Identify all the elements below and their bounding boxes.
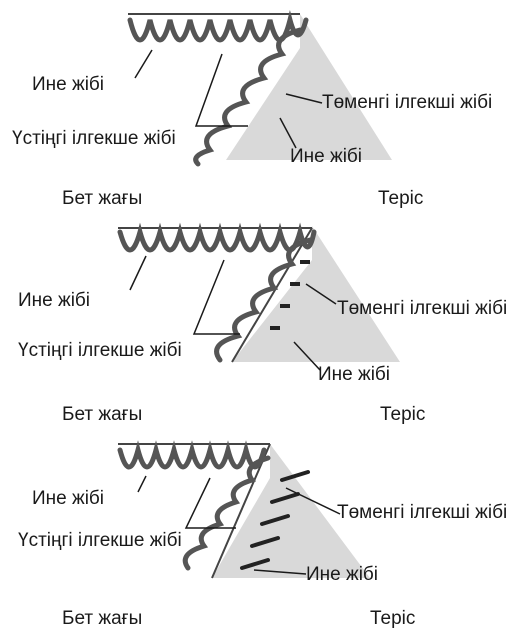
back-side-label: Теріс: [378, 188, 424, 209]
face-side-label: Бет жағы: [62, 404, 143, 425]
leader-lines: [137, 475, 341, 575]
fabric-seam-edge: [211, 443, 271, 579]
stitch-diagram-3: Ине жібі Үстіңгі ілгекше жібі Төменгі іл…: [0, 428, 513, 631]
fabric-back: [226, 14, 392, 160]
needle-thread-label-right: Ине жібі: [306, 564, 379, 585]
edge-stitches: [117, 222, 317, 363]
stitch-diagram-2: Ине жібі Үстіңгі ілгекше жібі Төменгі іл…: [0, 212, 513, 425]
stitch-illustration-2: [117, 222, 400, 371]
needle-thread-label-right: Ине жібі: [290, 146, 363, 167]
edge-stitches: [117, 440, 271, 571]
lower-looper-strokes: [240, 470, 310, 570]
upper-looper-thread-label: Үстіңгі ілгекше жібі: [18, 340, 182, 361]
upper-looper-thread-label: Үстіңгі ілгекше жібі: [18, 530, 182, 551]
stitch-illustration-1: [127, 10, 392, 167]
stitch-illustration-3: [117, 440, 370, 579]
lower-looper-thread-label: Төменгі ілгекші жібі: [337, 298, 508, 319]
edge-stitches: [127, 10, 309, 167]
lower-looper-thread-label: Төменгі ілгекші жібі: [322, 92, 493, 113]
lower-looper-marks: [270, 260, 310, 330]
upper-looper-thread-label: Үстіңгі ілгекше жібі: [12, 128, 176, 149]
stitch-diagram-1: Ине жібі Үстіңгі ілгекше жібі Төменгі іл…: [0, 0, 513, 210]
leader-lines: [129, 255, 337, 371]
back-side-label: Теріс: [380, 404, 426, 425]
lower-looper-thread-label: Төменгі ілгекші жібі: [337, 502, 508, 523]
needle-thread-label-left: Ине жібі: [18, 290, 91, 311]
face-side-label: Бет жағы: [62, 608, 143, 629]
needle-thread-label-left: Ине жібі: [32, 488, 105, 509]
leader-lines: [134, 49, 323, 149]
needle-thread-label-left: Ине жібі: [32, 74, 105, 95]
face-side-label: Бет жағы: [62, 188, 143, 209]
fabric-seam-edge: [231, 227, 313, 363]
needle-thread-label-right: Ине жібі: [318, 364, 391, 385]
back-side-label: Теріс: [370, 608, 416, 629]
